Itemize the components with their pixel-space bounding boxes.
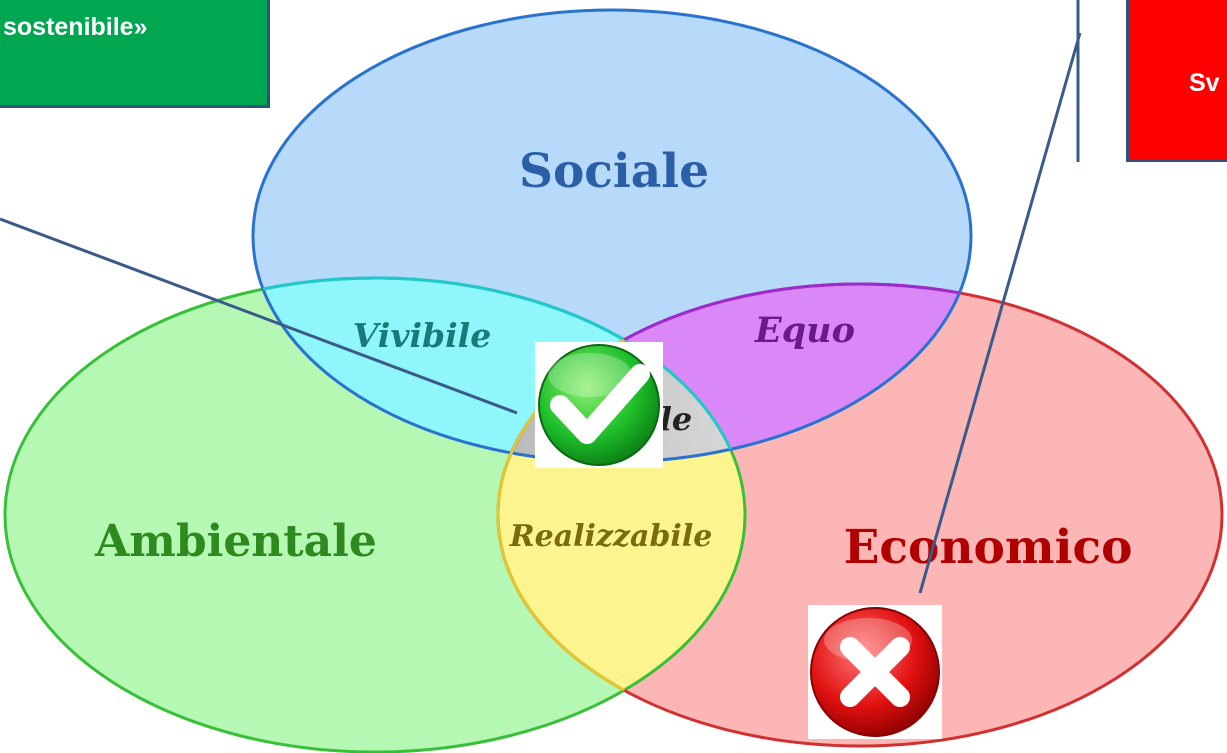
sostenibile-region [498,284,745,462]
cross-icon [808,605,942,739]
insostenibile-callout-text: Sv [1189,69,1220,97]
label-realizzabile: Realizzabile [509,519,713,554]
sostenibile-callout-text: sostenibile» [3,13,148,41]
label-economico: Economico [844,520,1133,575]
label-equo: Equo [754,310,855,351]
sostenibile-callout: sostenibile» [0,0,270,108]
check-icon [535,342,663,468]
insostenibile-callout: Sv [1126,0,1227,162]
label-sociale: Sociale [519,144,709,199]
label-vivibile: Vivibile [353,316,491,355]
connector-green [0,217,518,415]
label-ambientale: Ambientale [94,516,377,567]
connector-red [918,32,1082,594]
label-sostenibile-partial: le [660,400,693,438]
